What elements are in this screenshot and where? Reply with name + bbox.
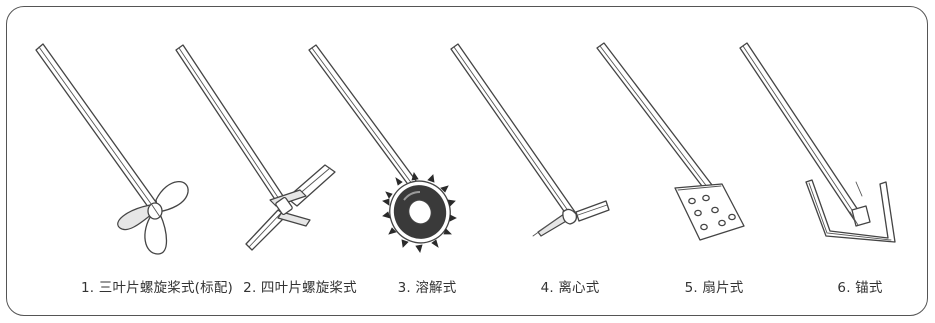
dissolver-disc-stirrer-icon xyxy=(308,44,457,253)
caption-dissolver: 3. 溶解式 xyxy=(397,280,457,296)
caption-three-blade-propeller: 1. 三叶片螺旋桨式(标配) xyxy=(80,280,234,296)
four-blade-propeller-stirrer-icon xyxy=(175,44,336,251)
three-blade-propeller-stirrer-icon xyxy=(35,43,189,255)
anchor-stirrer-icon xyxy=(739,42,896,243)
fan-blade-stirrer-icon xyxy=(596,42,745,241)
caption-centrifugal: 4. 离心式 xyxy=(540,280,600,296)
caption-fan-blade: 5. 扇片式 xyxy=(684,280,744,296)
caption-four-blade-propeller: 2. 四叶片螺旋桨式 xyxy=(243,280,357,296)
caption-anchor: 6. 锚式 xyxy=(837,280,883,296)
centrifugal-stirrer-icon xyxy=(450,43,610,237)
